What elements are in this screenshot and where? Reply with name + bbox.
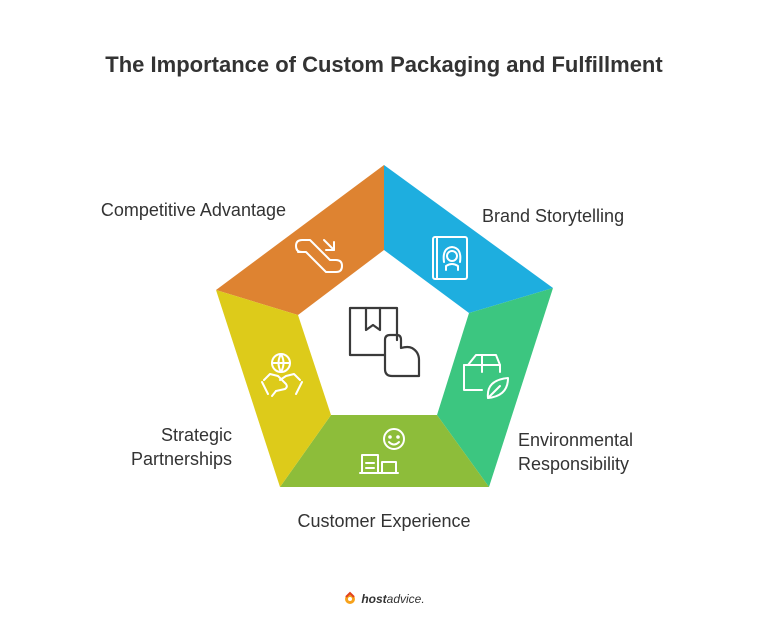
footer-brand: hostadvice. xyxy=(0,591,768,606)
escalator-icon xyxy=(295,239,343,273)
global-handshake-icon xyxy=(261,353,303,397)
page-title: The Importance of Custom Packaging and F… xyxy=(105,52,663,77)
segment-environmental-responsibility xyxy=(437,288,553,487)
happy-customer-icon xyxy=(359,428,405,474)
footer-brand-light: advice. xyxy=(386,592,425,606)
label-brand-storytelling: Brand Storytelling xyxy=(482,206,625,226)
segment-strategic-partnerships xyxy=(216,290,331,487)
footer-brand-bold: host xyxy=(361,592,387,606)
label-environmental-line2: Responsibility xyxy=(518,454,630,474)
label-competitive-advantage: Competitive Advantage xyxy=(100,200,286,220)
label-environmental-responsibility: Environmental Responsibility xyxy=(518,428,633,476)
segment-customer-experience xyxy=(280,415,489,487)
hostadvice-logo-icon xyxy=(345,591,356,604)
label-strategic-partnerships: Strategic Partnerships xyxy=(82,423,232,471)
label-environmental-line1: Environmental xyxy=(518,430,634,450)
package-in-hand-icon xyxy=(348,306,421,378)
segment-brand-storytelling xyxy=(384,165,553,313)
label-strategic-line1: Strategic xyxy=(160,425,232,445)
eco-box-icon xyxy=(463,354,509,399)
storybook-icon xyxy=(432,236,468,280)
label-strategic-line2: Partnerships xyxy=(130,449,232,469)
label-customer-experience: Customer Experience xyxy=(297,511,471,531)
